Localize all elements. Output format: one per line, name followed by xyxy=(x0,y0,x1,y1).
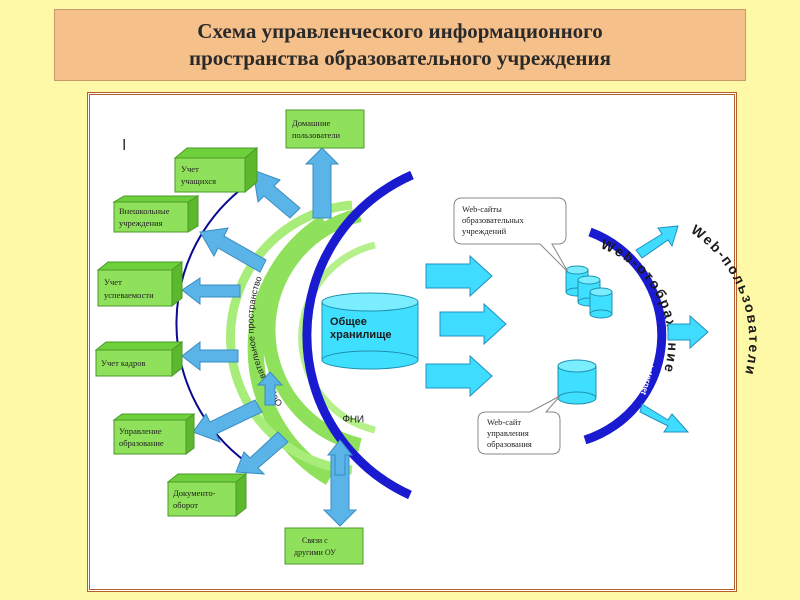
svg-text:успеваемости: успеваемости xyxy=(104,290,154,300)
web-users-label: Web-пользователи xyxy=(688,221,762,378)
arrow-students xyxy=(252,169,301,219)
fni-label: ФНИ xyxy=(342,414,364,426)
websites-callout: Web-сайты образовательных учреждений xyxy=(453,197,569,273)
arrow-fni-1 xyxy=(256,371,284,406)
arrow-documents xyxy=(235,431,289,475)
green-arc-4 xyxy=(298,241,376,434)
internet-arc-left-shade xyxy=(175,174,263,471)
storage-label-1: Общее xyxy=(330,316,367,328)
internet-arc-right xyxy=(583,227,667,445)
svg-text:образование: образование xyxy=(119,438,164,448)
arrow-mid-top xyxy=(425,254,493,298)
mgmt-site-callout: Web-сайт управления образования xyxy=(477,395,561,455)
arrow-fni-2 xyxy=(326,439,354,476)
svg-text:Web-сайт: Web-сайт xyxy=(487,417,521,427)
arrow-mid-center xyxy=(439,302,507,346)
svg-text:Учет: Учет xyxy=(104,277,122,287)
svg-text:Web-сайты: Web-сайты xyxy=(462,204,502,214)
internet-arc-left xyxy=(302,170,414,500)
svg-text:оборот: оборот xyxy=(173,500,198,510)
arrow-external xyxy=(199,227,267,273)
svg-text:другими ОУ: другими ОУ xyxy=(294,548,336,557)
node-performance: Учет успеваемости xyxy=(96,260,184,308)
svg-text:Учет: Учет xyxy=(181,164,199,174)
svg-text:учреждений: учреждений xyxy=(462,226,507,236)
storage-label-2: хранилище xyxy=(330,329,392,341)
node-links: Связи с другими ОУ xyxy=(284,527,364,565)
arrow-mid-bottom xyxy=(425,354,493,398)
svg-text:Домашние: Домашние xyxy=(292,118,331,128)
arrow-management xyxy=(192,399,263,443)
title-line-1: Схема управленческого информационного xyxy=(197,19,603,43)
node-management: Управление образование xyxy=(112,413,196,455)
websites-db-stack xyxy=(565,265,613,319)
svg-text:учащихся: учащихся xyxy=(181,176,216,186)
arrow-home-users xyxy=(304,147,340,219)
green-arc-2 xyxy=(226,200,353,475)
arrow-right-1 xyxy=(635,225,679,259)
green-arc-3 xyxy=(261,208,362,452)
svg-text:Внешкольные: Внешкольные xyxy=(119,206,170,216)
title-banner: Схема управленческого информационного пр… xyxy=(54,9,746,81)
arrow-staff xyxy=(181,340,239,372)
node-external: Внешкольные учреждения xyxy=(112,195,200,233)
node-staff: Учет кадров xyxy=(94,340,184,378)
node-students: Учет учащихся xyxy=(173,146,259,194)
storage-cylinder: Общее хранилище xyxy=(321,292,419,370)
svg-text:Документо-: Документо- xyxy=(173,488,216,498)
svg-text:управления: управления xyxy=(487,428,529,438)
svg-text:пользователи: пользователи xyxy=(292,130,341,140)
node-documents: Документо- оборот xyxy=(166,472,248,518)
svg-text:Учет кадров: Учет кадров xyxy=(101,358,146,368)
arrow-performance xyxy=(181,277,241,306)
mgmt-db-cylinder xyxy=(557,359,597,405)
arrow-right-2 xyxy=(667,314,709,350)
arrow-right-3 xyxy=(639,403,690,433)
svg-text:Связи с: Связи с xyxy=(302,536,328,545)
marker-i: I xyxy=(122,137,126,154)
svg-text:образования: образования xyxy=(487,439,532,449)
node-home-users: Домашние пользователи xyxy=(285,109,365,149)
svg-text:образовательных: образовательных xyxy=(462,215,524,225)
svg-text:Управление: Управление xyxy=(119,426,162,436)
title-line-2: пространства образовательного учреждения xyxy=(189,46,611,70)
svg-text:учреждения: учреждения xyxy=(119,218,163,228)
